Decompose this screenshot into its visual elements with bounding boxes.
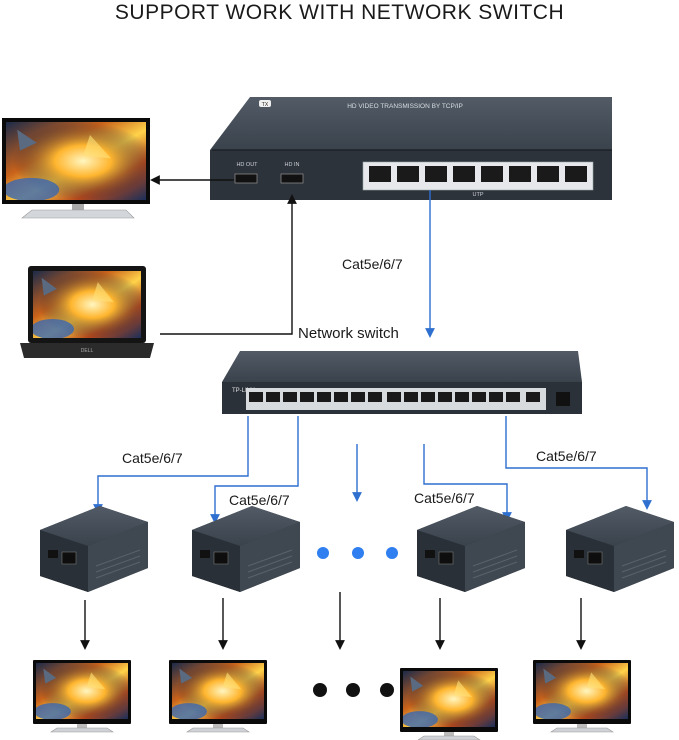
hd-out-label: HD OUT [236,162,258,168]
ellipsis-dot [386,547,398,559]
tx-badge [259,100,271,107]
ellipsis-dot-black [346,683,360,697]
hd-in-label: HD IN [285,162,300,168]
monitor-3 [400,668,498,740]
monitor-1 [33,660,131,732]
ellipsis-dot-black [380,683,394,697]
rx3-cable [423,444,512,522]
ellipsis-dot [317,547,329,559]
monitor-4 [533,660,631,732]
tx-transmitter: HD VIDEO TRANSMISSION BY TCP/IP TX HD OU… [210,97,612,200]
rx-unit-1 [39,505,149,593]
rx2-cable-label: Cat5e/6/7 [229,492,290,508]
rx-unit-4 [565,505,675,593]
hd-in-port [280,173,304,184]
laptop: DELL [20,266,154,358]
switch-label: Network switch [298,325,399,342]
rx1-cable [93,416,249,514]
rx1-cable-label: Cat5e/6/7 [122,450,183,466]
switch-brand: TP-LINK [232,388,255,394]
rx4-cable [505,416,652,510]
hd-in-cable [160,194,297,335]
ellipsis-dot-black [313,683,327,697]
rx3-cable-label: Cat5e/6/7 [414,490,475,506]
hd-out-port [234,173,258,184]
ellipsis-dot [352,547,364,559]
rx2-cable [210,416,299,524]
rx-unit-3 [416,505,526,593]
tx-badge-text: TX [262,102,269,108]
network-switch: TP-LINK [222,351,582,414]
rx-unit-2 [191,505,301,593]
utp-label: UTP [473,192,484,198]
laptop-brand: DELL [81,348,94,354]
monitor-2 [169,660,267,732]
rx4-cable-label: Cat5e/6/7 [536,448,597,464]
uplink-cable-label: Cat5e/6/7 [342,256,403,272]
output-monitor [2,118,150,219]
tx-top-label: HD VIDEO TRANSMISSION BY TCP/IP [347,103,463,110]
page-title: SUPPORT WORK WITH NETWORK SWITCH [114,1,565,24]
